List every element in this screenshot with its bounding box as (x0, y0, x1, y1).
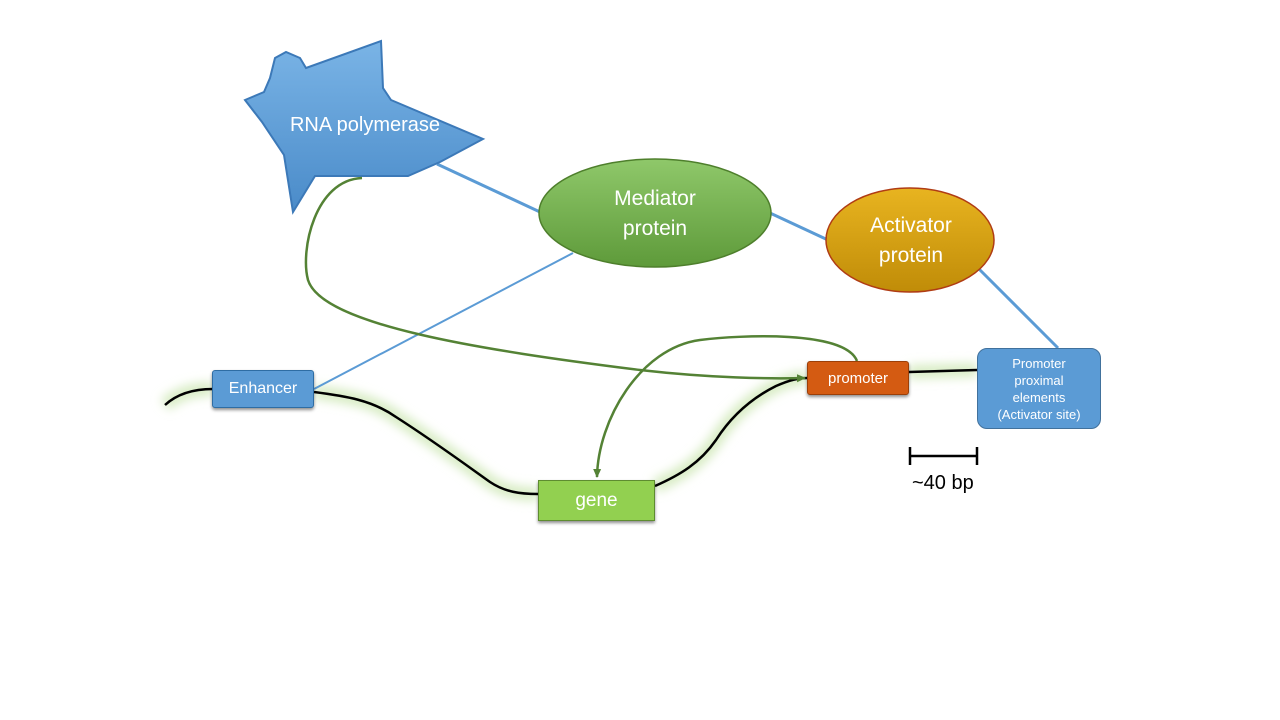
connector-mediator-enhancer (313, 252, 574, 390)
mediator-label-line2: protein (622, 217, 688, 240)
ppe-label-line2: proximal (1014, 372, 1064, 388)
arrow-promoter-to-gene (593, 335, 859, 478)
promoter-label: promoter (827, 369, 889, 387)
connector-activator-ppe (976, 266, 1060, 350)
ppe-label-line4: (Activator site) (997, 406, 1081, 422)
enhancer-label: Enhancer (228, 380, 298, 397)
activator-protein-label: Activator protein (836, 211, 986, 271)
mediator-label-line1: Mediator (614, 187, 696, 210)
arrow-polymerase-to-promoter (304, 176, 806, 383)
mediator-protein-label: Mediator protein (560, 184, 750, 244)
promoter-box: promoter (807, 361, 909, 395)
scale-bar (908, 447, 979, 465)
ppe-label-line3: elements (1012, 389, 1066, 405)
promoter-proximal-elements-box: Promoter proximal elements (Activator si… (977, 348, 1101, 429)
activator-protein-shape (825, 187, 995, 293)
rna-polymerase-shape (243, 39, 486, 215)
dna-strand (160, 363, 978, 501)
enhancer-box: Enhancer (212, 370, 314, 408)
activator-label-line1: Activator (870, 214, 952, 237)
rna-polymerase-label: RNA polymerase (289, 114, 441, 136)
scale-bar-label: ~40 bp (912, 472, 974, 494)
mediator-protein-shape (538, 158, 772, 268)
gene-label: gene (575, 489, 618, 511)
connector-polymerase-mediator (436, 162, 541, 214)
gene-box: gene (538, 480, 655, 521)
activator-label-line2: protein (878, 244, 944, 267)
ppe-label-line1: Promoter (1012, 355, 1066, 371)
connector-mediator-activator (769, 211, 829, 242)
